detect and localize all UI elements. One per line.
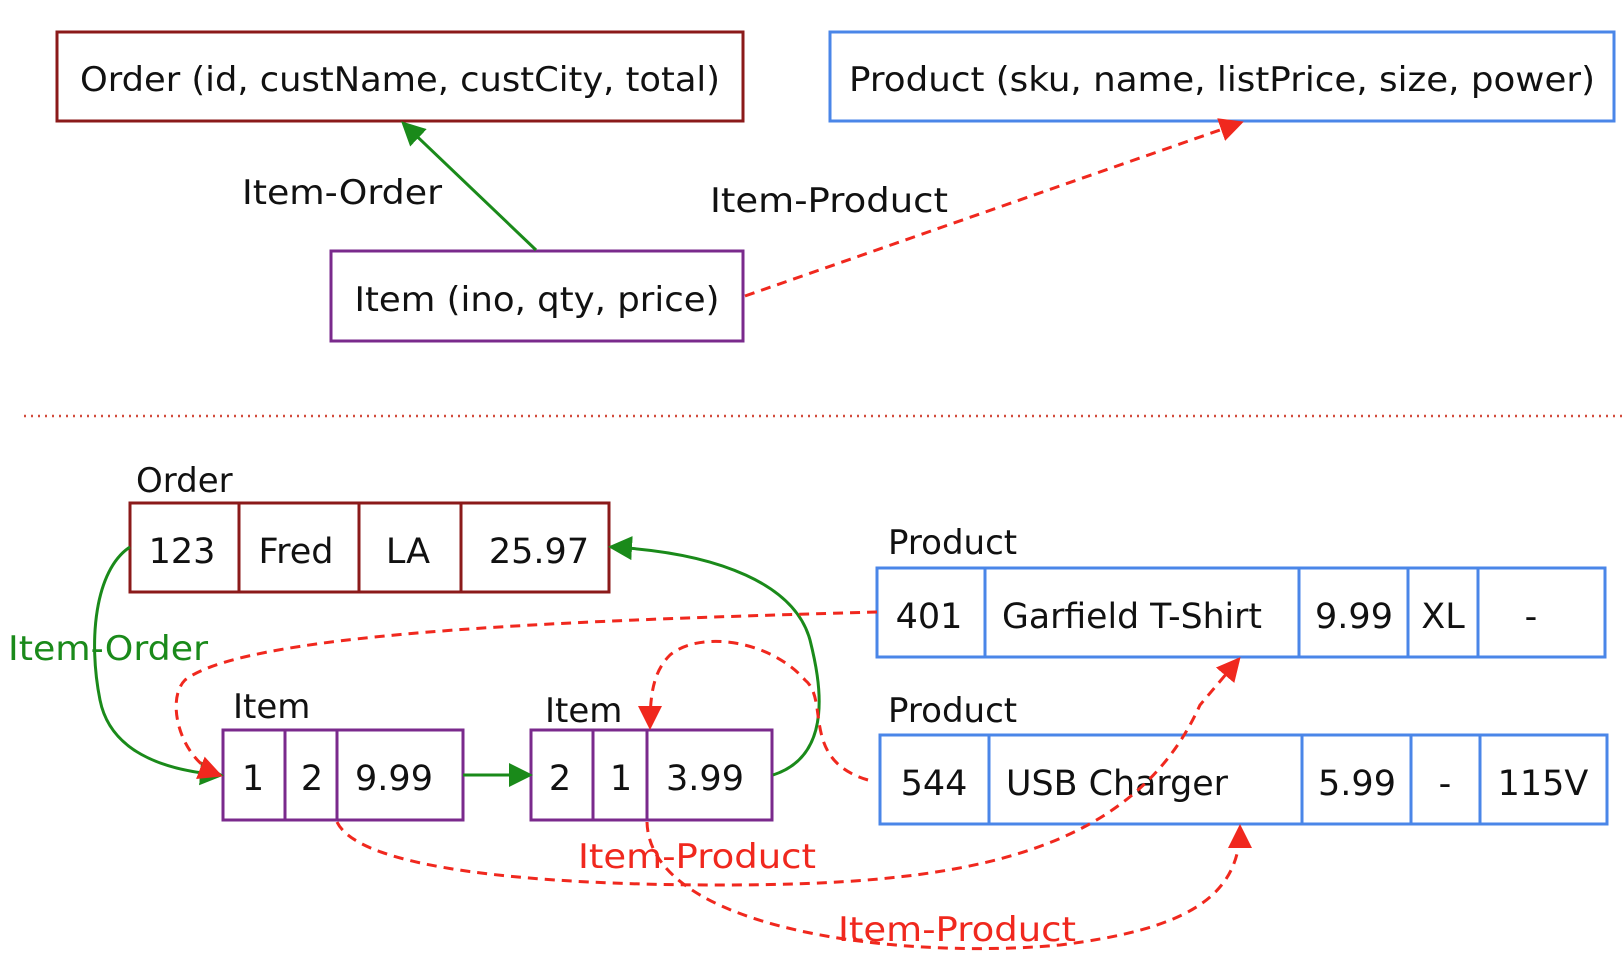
schema-order-box: Order (id, custName, custCity, total): [55, 30, 745, 123]
product2-cell-size: -: [1439, 764, 1452, 804]
schema-item-product-arrow: [744, 118, 1244, 298]
item2-cell-price: 3.99: [666, 759, 744, 799]
item-order-instance-label: Item-Order: [8, 629, 208, 669]
order-instance-label: Order: [136, 461, 233, 501]
product1-cell-listprice: 9.99: [1315, 597, 1393, 637]
order-cell-custname: Fred: [259, 532, 334, 572]
order-instance: 123 Fred LA 25.97: [128, 501, 611, 594]
product1-cell-size: XL: [1421, 597, 1465, 637]
product1-cell-power: -: [1525, 597, 1538, 637]
product2-cell-power: 115V: [1498, 764, 1589, 804]
order-to-item1-link: [93, 545, 224, 786]
order-cell-id: 123: [149, 532, 216, 572]
schema-item-product-label: Item-Product: [710, 181, 948, 221]
schema-product-text: Product (sku, name, listPrice, size, pow…: [849, 60, 1595, 100]
product2-instance-label: Product: [888, 691, 1017, 731]
product2-cell-listprice: 5.99: [1318, 764, 1396, 804]
product2-cell-sku: 544: [901, 764, 968, 804]
schema-item-box: Item (ino, qty, price): [329, 249, 745, 343]
schema-order-text: Order (id, custName, custCity, total): [80, 60, 720, 100]
item2-instance-label: Item: [545, 691, 622, 731]
item2-instance: 2 1 3.99: [529, 728, 774, 822]
item-product-instance-label-2: Item-Product: [838, 910, 1076, 950]
order-cell-total: 25.97: [489, 532, 589, 572]
product1-instance: 401 Garfield T-Shirt 9.99 XL -: [875, 566, 1607, 659]
item1-cell-price: 9.99: [355, 759, 433, 799]
product1-instance-label: Product: [888, 523, 1017, 563]
item1-instance-label: Item: [233, 687, 310, 727]
item1-instance: 1 2 9.99: [221, 728, 465, 822]
item2-cell-qty: 1: [610, 759, 632, 799]
schema-product-box: Product (sku, name, listPrice, size, pow…: [828, 30, 1616, 123]
item1-cell-ino: 1: [242, 759, 264, 799]
schema-item-text: Item (ino, qty, price): [355, 280, 720, 320]
product1-cell-sku: 401: [896, 597, 963, 637]
item1-to-product2-link: [335, 656, 1241, 887]
item1-cell-qty: 2: [301, 759, 323, 799]
item-product-instance-label-1: Item-Product: [578, 837, 816, 877]
product2-to-item2-link: [638, 639, 869, 782]
product2-cell-name: USB Charger: [1006, 764, 1229, 804]
product1-to-item1-link: [174, 610, 878, 779]
schema-item-order-label: Item-Order: [242, 173, 442, 213]
item2-to-product2-bottom-link: [645, 821, 1252, 951]
item2-cell-ino: 2: [549, 759, 571, 799]
item2-to-order-link: [608, 536, 821, 777]
schema-item-order-arrow: [401, 121, 538, 252]
product2-instance: 544 USB Charger 5.99 - 115V: [878, 733, 1609, 826]
product1-cell-name: Garfield T-Shirt: [1002, 597, 1262, 637]
order-cell-custcity: LA: [386, 532, 430, 572]
